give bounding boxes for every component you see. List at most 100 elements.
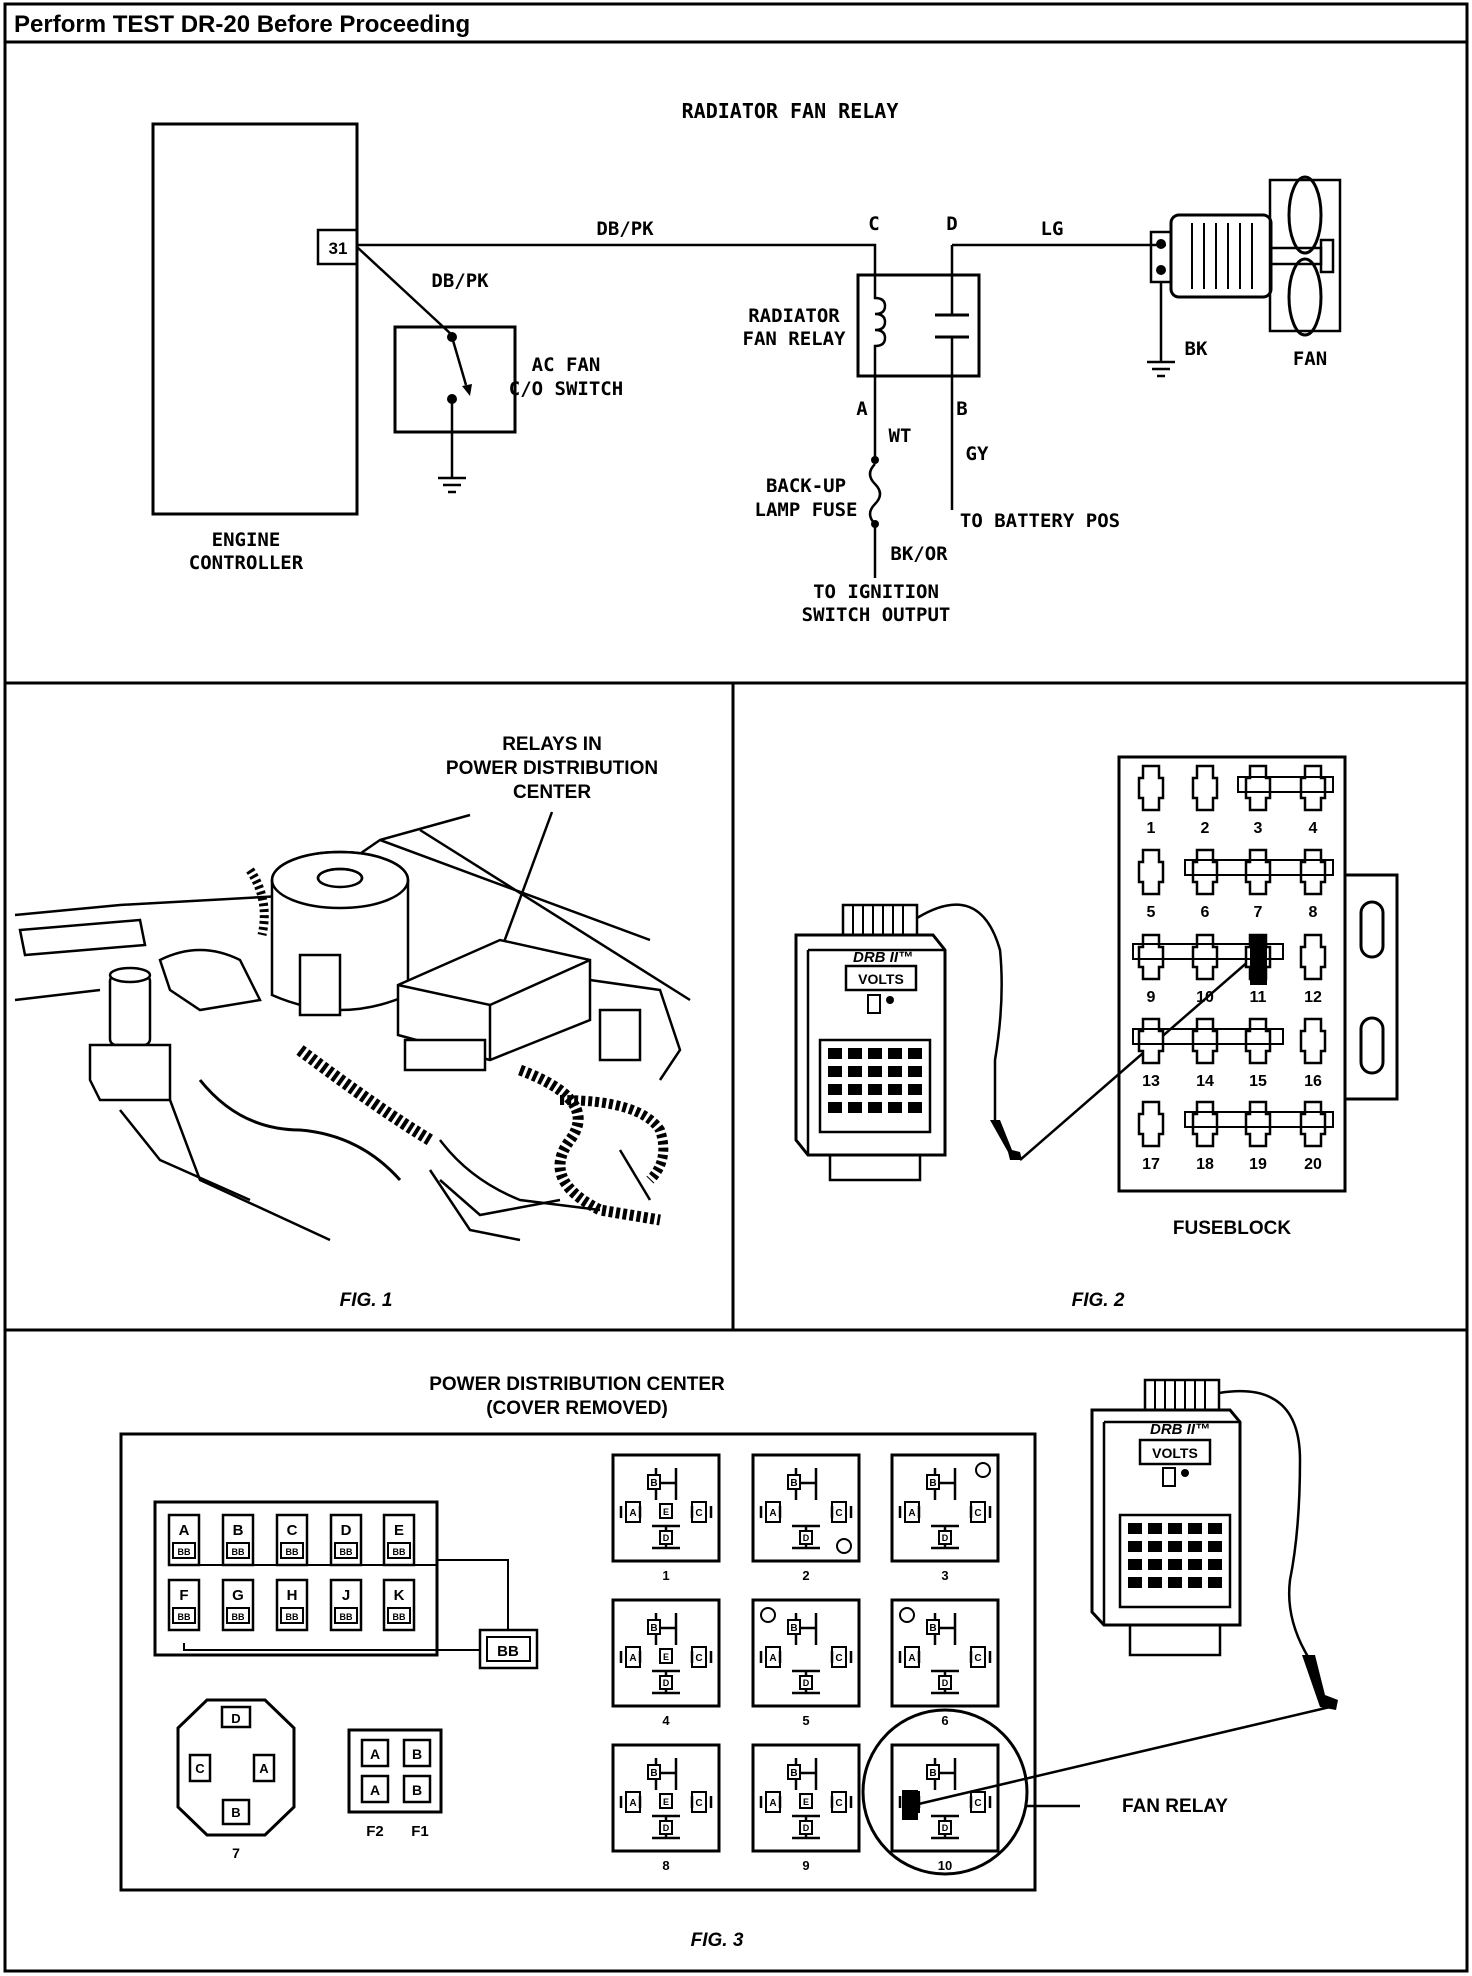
pdc-fuse: FBB [167,1578,201,1632]
pin-c-label: C [868,213,879,235]
svg-text:B: B [650,1623,657,1634]
fuse-number: 9 [1147,989,1156,1006]
svg-text:A: A [629,1653,636,1664]
fuseblock-label: FUSEBLOCK [1173,1218,1292,1239]
probed-fuse-11 [1250,935,1267,985]
pdc-fuse-letter: K [394,1587,405,1604]
fuse-number: 3 [1254,820,1263,837]
svg-text:C: C [974,1508,981,1519]
wire-top-label: DB/PK [596,218,654,240]
tester-cable-fig2 [916,903,1003,1120]
pdc-fuse: CBB [275,1513,309,1567]
probe-fig2 [990,1120,1022,1160]
fig1-label-1: RELAYS IN [502,734,602,755]
svg-text:A: A [629,1798,636,1809]
wire-gy-label: GY [966,443,989,465]
svg-text:D: D [942,1823,949,1833]
f2-label: F2 [366,1823,384,1840]
pdc-fuse-sub: BB [286,1547,299,1557]
socket-7-outline [176,1698,296,1837]
svg-text:A: A [370,1782,380,1798]
svg-text:E: E [803,1797,809,1807]
svg-text:C: C [195,1761,205,1776]
svg-text:C: C [974,1653,981,1664]
fuse-number: 2 [1201,820,1210,837]
svg-text:D: D [942,1533,949,1543]
svg-text:C: C [835,1508,842,1519]
svg-text:B: B [929,1623,936,1634]
svg-text:A: A [259,1761,269,1776]
pin-b-label: B [956,398,967,420]
fuse-label-2: LAMP FUSE [755,499,858,521]
fuse-cell: 12 [1299,933,1327,1006]
relay-number: 3 [941,1568,948,1583]
tester-display-text-fig2: VOLTS [858,971,904,987]
svg-text:C: C [835,1653,842,1664]
engine-label-1: ENGINE [212,529,281,551]
pdc-fuse-sub: BB [340,1612,353,1622]
pdc-fuse-sub: BB [232,1547,245,1557]
tester-display-text-fig3: VOLTS [1152,1445,1198,1461]
bb-box [478,1628,539,1670]
svg-text:C: C [695,1798,702,1809]
svg-text:D: D [663,1678,670,1688]
tester-display-fig3 [1138,1438,1212,1466]
fuse-number: 18 [1196,1156,1214,1173]
wire-db-pk-diag [356,246,453,336]
svg-text:C: C [974,1798,981,1809]
probe-line-fig3 [909,1705,1331,1808]
relay-number: 8 [662,1858,669,1873]
wire-bkor-label: BK/OR [890,543,948,565]
pdc-fuse: BBB [221,1513,255,1567]
fan-relay-label: FAN RELAY [1122,1796,1228,1817]
pdc-fuse: EBB [382,1513,416,1567]
fig1-label-2: POWER DISTRIBUTION [446,758,658,779]
svg-text:B: B [790,1623,797,1634]
fuse-number: 14 [1196,1073,1214,1090]
svg-text:B: B [231,1805,240,1820]
fuse-number: 20 [1304,1156,1322,1173]
relay-coil [873,275,887,376]
svg-text:E: E [663,1507,669,1517]
relay-number: 10 [938,1858,952,1873]
svg-text:B: B [412,1782,422,1798]
ground-symbol [438,476,466,494]
pdc-fuse-sub: BB [393,1547,406,1557]
wire-db-pk-top [357,243,877,275]
pdc-fuse: KBB [382,1578,416,1632]
ac-fan-switch-box [393,325,517,434]
svg-text:D: D [942,1678,949,1688]
pdc-fuse: ABB [167,1513,201,1567]
wire-bk-label: BK [1185,338,1208,360]
svg-text:D: D [803,1678,810,1688]
svg-text:B: B [790,1478,797,1489]
socket-7-pins: D C A B [188,1705,276,1826]
svg-text:D: D [803,1533,810,1543]
svg-text:B: B [929,1768,936,1779]
relay-number: 4 [662,1713,670,1728]
svg-text:D: D [663,1533,670,1543]
tester-display-fig2 [844,964,918,992]
svg-text:A: A [769,1653,776,1664]
fuse-cell: 10 [1191,933,1219,1006]
svg-text:B: B [650,1768,657,1779]
acfan-label-1: AC FAN [532,354,601,376]
pdc-fuse-letter: A [179,1522,190,1539]
fuse-cell: 17 [1137,1100,1165,1173]
small-fuse-block [347,1728,443,1814]
fuse-number: 7 [1254,904,1263,921]
fig2-caption: FIG. 2 [1072,1290,1125,1311]
schematic-title: RADIATOR FAN RELAY [682,99,899,123]
pdc-fuse-sub: BB [340,1547,353,1557]
tester-brand-fig3: DRB II™ [1150,1421,1210,1438]
pdc-fuse-letter: J [342,1587,350,1604]
wire-diag-label: DB/PK [431,270,489,292]
ignition-label-1: TO IGNITION [813,581,939,603]
svg-text:C: C [835,1798,842,1809]
